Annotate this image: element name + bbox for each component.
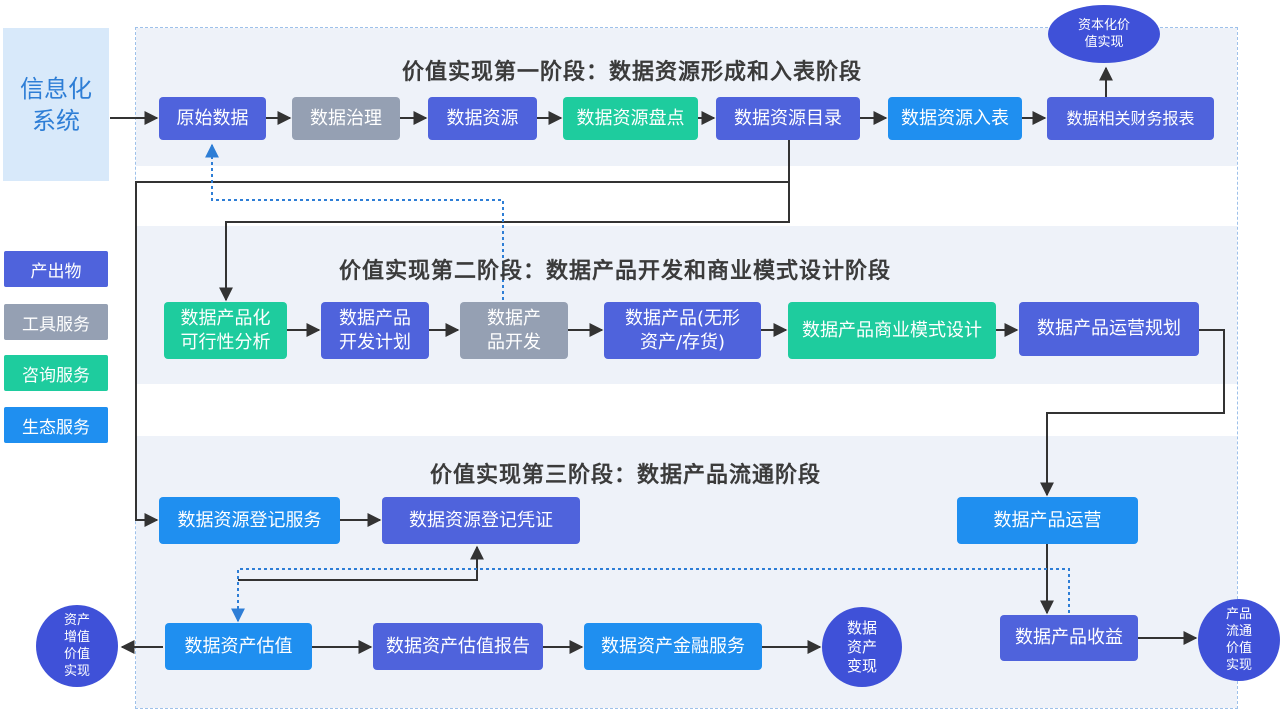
legend-product: 产出物 [4,251,108,287]
circle-product-circulation-value: 产品 流通 价值 实现 [1198,599,1280,681]
node-feasibility-analysis: 数据产品化 可行性分析 [164,302,287,359]
circle-data-asset-monetization: 数据 资产 变现 [822,607,902,687]
node-product-development: 数据产 品开发 [460,302,568,359]
node-resource-catalog: 数据资源目录 [716,97,860,140]
circle-asset-appreciation-value: 资产 增值 价值 实现 [36,605,118,687]
node-financial-services: 数据资产金融服务 [584,623,762,670]
node-data-product: 数据产品(无形 资产/存货) [604,302,761,359]
node-development-plan: 数据产品 开发计划 [321,302,429,359]
node-registration-service: 数据资源登记服务 [159,497,340,544]
stage2-title: 价值实现第二阶段：数据产品开发和商业模式设计阶段 [339,259,892,284]
stage1-title: 价值实现第一阶段：数据资源形成和入表阶段 [402,60,863,85]
node-operations-planning: 数据产品运营规划 [1019,302,1199,356]
node-data-governance: 数据治理 [292,97,400,140]
legend-ecosystem-service: 生态服务 [4,407,108,443]
circle-capitalization-value: 资本化价 值实现 [1048,5,1160,63]
node-business-model-design: 数据产品商业模式设计 [788,302,996,359]
node-product-revenue: 数据产品收益 [1000,615,1138,661]
stage3-title: 价值实现第三阶段：数据产品流通阶段 [430,463,822,488]
legend-consulting-service: 咨询服务 [4,355,108,391]
source-system: 信息化 系统 [3,28,109,181]
node-financial-report: 数据相关财务报表 [1047,97,1214,140]
node-data-resource: 数据资源 [428,97,537,140]
node-registration-certificate: 数据资源登记凭证 [382,497,580,544]
node-resource-booking: 数据资源入表 [888,97,1022,140]
node-resource-inventory: 数据资源盘点 [563,97,698,140]
node-product-operations: 数据产品运营 [957,497,1138,544]
node-valuation-report: 数据资产估值报告 [373,623,543,670]
legend-tool-service: 工具服务 [4,304,108,340]
node-raw-data: 原始数据 [159,97,266,140]
node-asset-valuation: 数据资产估值 [165,623,312,670]
